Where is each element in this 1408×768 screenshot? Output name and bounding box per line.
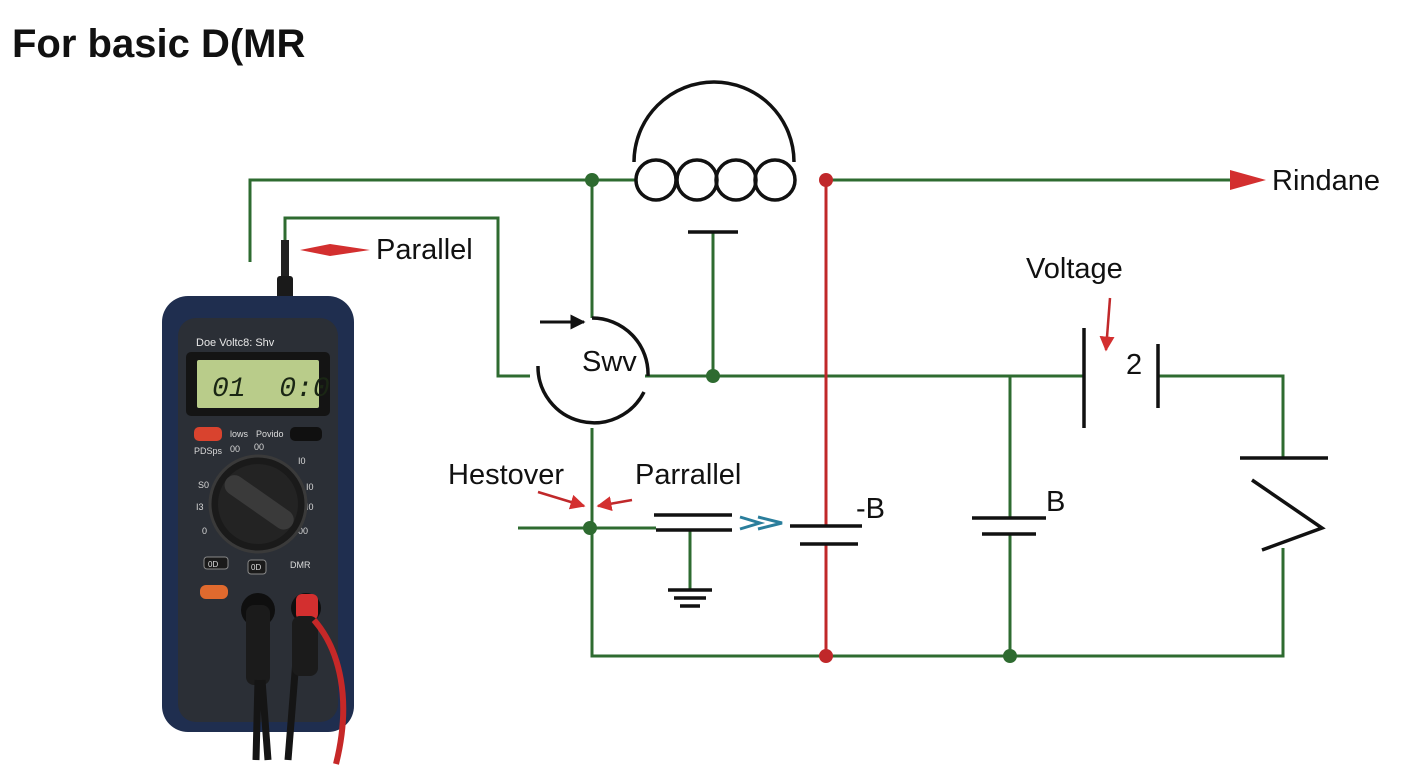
dial-label: PDSps <box>194 446 223 456</box>
voltage-arrow <box>1099 297 1115 352</box>
hestover-label: Hestover <box>448 459 564 491</box>
dial-pointer <box>224 475 294 530</box>
lcd-value: 01 0:0 <box>212 374 330 405</box>
junction-dot <box>819 173 833 187</box>
junction-dot <box>583 521 597 535</box>
rindane-label: Rindane <box>1272 165 1380 197</box>
red-lead-plug <box>296 594 318 620</box>
neg-b-label: -B <box>856 493 885 525</box>
battery-2 <box>1082 328 1160 428</box>
green-wires <box>248 178 1285 658</box>
probe-wire-inner <box>283 216 530 378</box>
multimeter: Doe Voltc8: Shv 01 0:0 lows Povido PDSps… <box>162 240 354 765</box>
left-vertical-lower <box>590 428 826 658</box>
resistor-bottom-wire <box>826 548 1285 658</box>
parallel-top-label: Parallel <box>376 234 473 266</box>
junction-dot <box>819 649 833 663</box>
battery-neg-b <box>790 524 862 546</box>
parallel-arrow <box>300 244 370 256</box>
dial-label: 0 <box>202 526 207 536</box>
b-label: B <box>1046 486 1065 518</box>
bottom-label: 0D <box>208 560 218 569</box>
parrallel-label: Parrallel <box>635 459 741 491</box>
dark-button[interactable] <box>290 427 322 441</box>
top-probe-cable <box>281 240 289 280</box>
button-left-label: lows <box>230 429 249 439</box>
junction-dot <box>706 369 720 383</box>
battery-b <box>972 516 1046 536</box>
junction-dot <box>585 173 599 187</box>
dial-label: I3 <box>196 502 204 512</box>
bottom-key <box>247 559 267 575</box>
rindane-arrow <box>1230 170 1266 190</box>
dial-label: 00 <box>230 444 240 454</box>
dial-label: S0 <box>198 480 209 490</box>
black-lead-cable <box>252 679 272 761</box>
dial-label: I0 <box>306 482 314 492</box>
dial-label: I0 <box>306 502 314 512</box>
battery-right-wire <box>1158 374 1285 458</box>
inductor-coil <box>632 80 797 234</box>
multimeter-header: Doe Voltc8: Shv <box>196 337 275 349</box>
blue-arrow <box>739 515 783 531</box>
dial-label: 00 <box>254 442 264 452</box>
black-lead-plug <box>246 605 270 685</box>
red-lead-boot <box>292 616 318 676</box>
battery-number-label: 2 <box>1126 349 1142 381</box>
bottom-label: DMR <box>290 560 311 570</box>
junction-dot <box>1003 649 1017 663</box>
button-right-label: Povido <box>256 429 284 439</box>
red-lead-cable <box>311 618 347 765</box>
bottom-label: 0D <box>251 563 261 572</box>
voltage-label: Voltage <box>1026 253 1123 285</box>
red-button[interactable] <box>194 427 222 441</box>
bottom-key <box>203 556 229 570</box>
dial-label: I0 <box>298 456 306 466</box>
black-lead-cable <box>284 659 300 761</box>
resistor <box>1240 456 1328 552</box>
dial-label: 00 <box>298 526 308 536</box>
junction-dots <box>583 173 1017 663</box>
hestover-arrow <box>537 490 586 510</box>
parrallel-arrow <box>596 496 633 512</box>
switch-label: Swv <box>582 346 637 378</box>
switch-symbol <box>536 314 650 425</box>
page-title: For basic D(MR <box>12 22 306 66</box>
capacitor-ground <box>654 513 732 608</box>
orange-button[interactable] <box>200 585 228 599</box>
lcd-screen <box>197 360 319 408</box>
probe-wire-outer <box>248 178 592 262</box>
